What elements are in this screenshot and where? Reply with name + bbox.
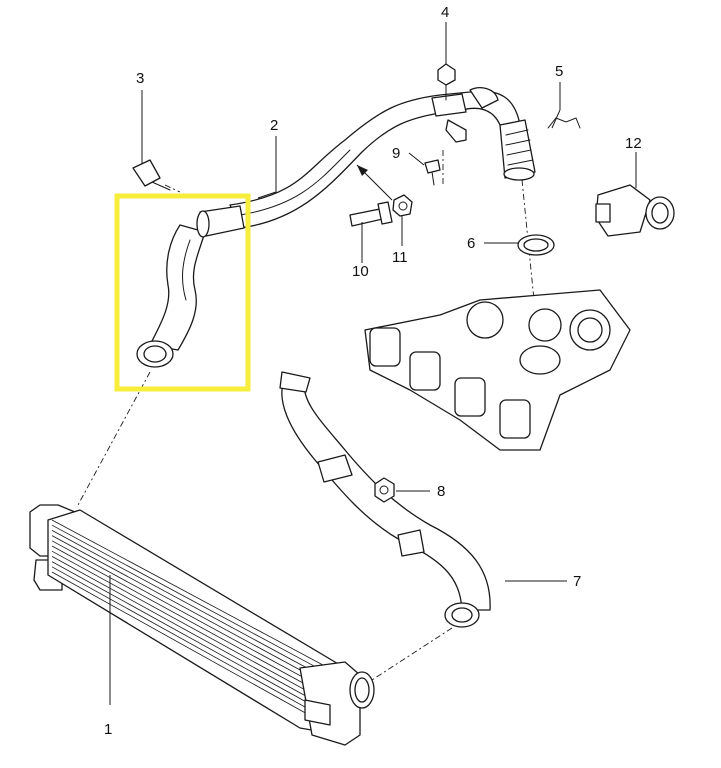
intercooler-fin-line	[51, 556, 337, 713]
callout-3: 3	[136, 70, 144, 87]
intercooler-fin-line	[51, 545, 337, 702]
callout-10: 10	[352, 263, 369, 280]
callout-8: 8	[437, 483, 445, 500]
intercooler	[29, 504, 375, 746]
callout-1: 1	[104, 721, 112, 738]
clip-5	[547, 117, 581, 129]
sensor-12	[595, 184, 675, 237]
intercooler-fin-line	[51, 530, 337, 684]
bolt-9	[424, 159, 441, 186]
highlighted-hose	[136, 205, 245, 368]
intercooler-fins	[51, 519, 337, 731]
intercooler-fin-line	[51, 561, 337, 719]
clamp-6	[517, 234, 555, 256]
nut-11	[392, 194, 413, 217]
bolt-3	[132, 159, 171, 191]
callout-5: 5	[555, 63, 563, 80]
nut-8	[374, 477, 395, 503]
callout-12: 12	[625, 135, 642, 152]
callout-7: 7	[573, 573, 581, 590]
callout-2: 2	[270, 117, 278, 134]
intercooler-fin-line	[51, 535, 337, 690]
highlight-box	[114, 193, 251, 392]
stud-10	[349, 201, 393, 227]
intercooler-fin-line	[51, 550, 337, 708]
charge-air-pipe-2	[229, 87, 536, 229]
leader-lines	[109, 22, 637, 705]
intercooler-fin-line	[51, 519, 337, 673]
intercooler-fin-line	[51, 571, 337, 731]
callout-numbers: 1 2 3 4 5 6 7 8 9 10 11 12	[104, 4, 642, 738]
turbocharger-manifold	[364, 289, 631, 451]
intercooler-fin-line	[51, 524, 337, 679]
callout-4: 4	[441, 4, 449, 21]
callout-6: 6	[467, 235, 475, 252]
callout-11: 11	[392, 249, 408, 266]
intercooler-fin-line	[51, 540, 337, 696]
callout-9: 9	[392, 145, 400, 162]
intercooler-fin-line	[51, 566, 337, 725]
